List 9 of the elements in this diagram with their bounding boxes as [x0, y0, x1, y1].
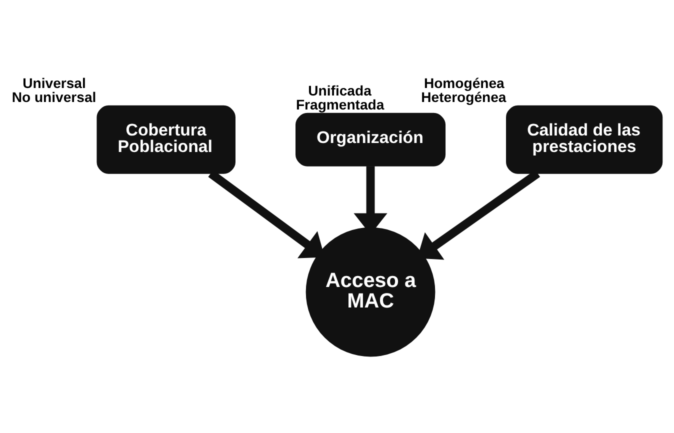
node-box: Organización — [296, 112, 446, 166]
node-box: Calidad de las prestaciones — [506, 104, 663, 174]
node-label: Universal — [22, 74, 86, 91]
node-box: Cobertura Poblacional — [96, 104, 236, 174]
node-label: Unificada — [308, 82, 372, 98]
node-label: Fragmentada — [296, 96, 384, 112]
node-label: Homogénea — [424, 74, 504, 91]
node-circle: Acceso a MAC — [306, 226, 436, 356]
node-label: No universal — [12, 88, 96, 105]
